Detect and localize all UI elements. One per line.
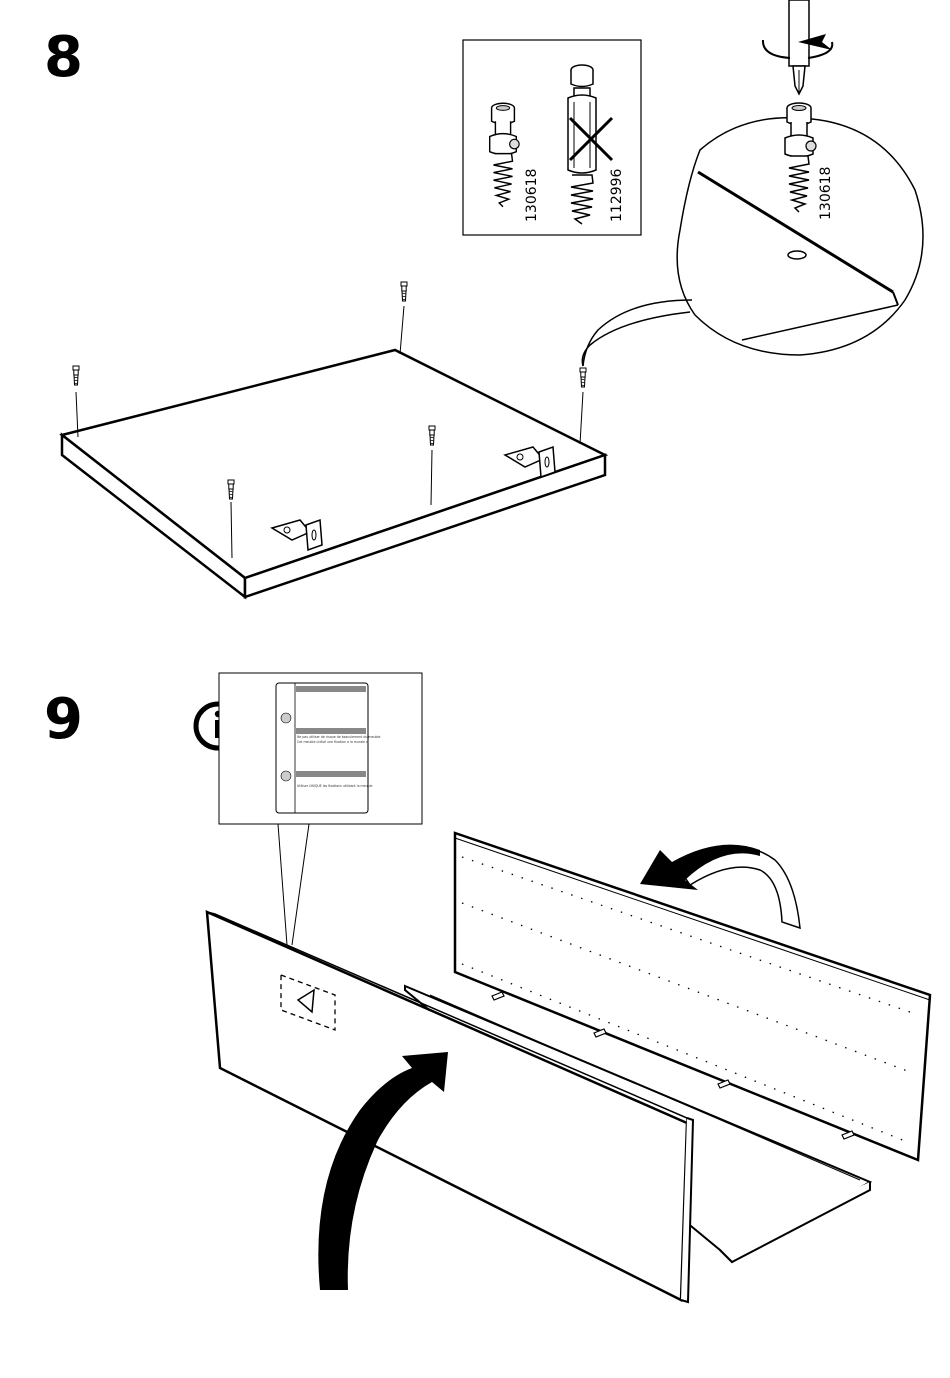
detail-part-number: 130618 xyxy=(818,167,834,220)
warning-text-line-2: Cet meuble utilisé une fixation a la mur… xyxy=(297,740,369,744)
warning-text-line-3: Utiliser UNIQUE les fixations utilisant … xyxy=(297,784,373,788)
step-8-board xyxy=(62,350,605,597)
step-8-part-inset: 130618 112996 xyxy=(463,40,641,235)
part-number-130618: 130618 xyxy=(524,169,540,222)
warning-label-callout: Ne pas utiliser de risque de basculement… xyxy=(219,673,422,945)
warning-text-line-1: Ne pas utiliser de risque de basculement… xyxy=(297,735,381,739)
part-number-112996: 112996 xyxy=(609,168,625,222)
